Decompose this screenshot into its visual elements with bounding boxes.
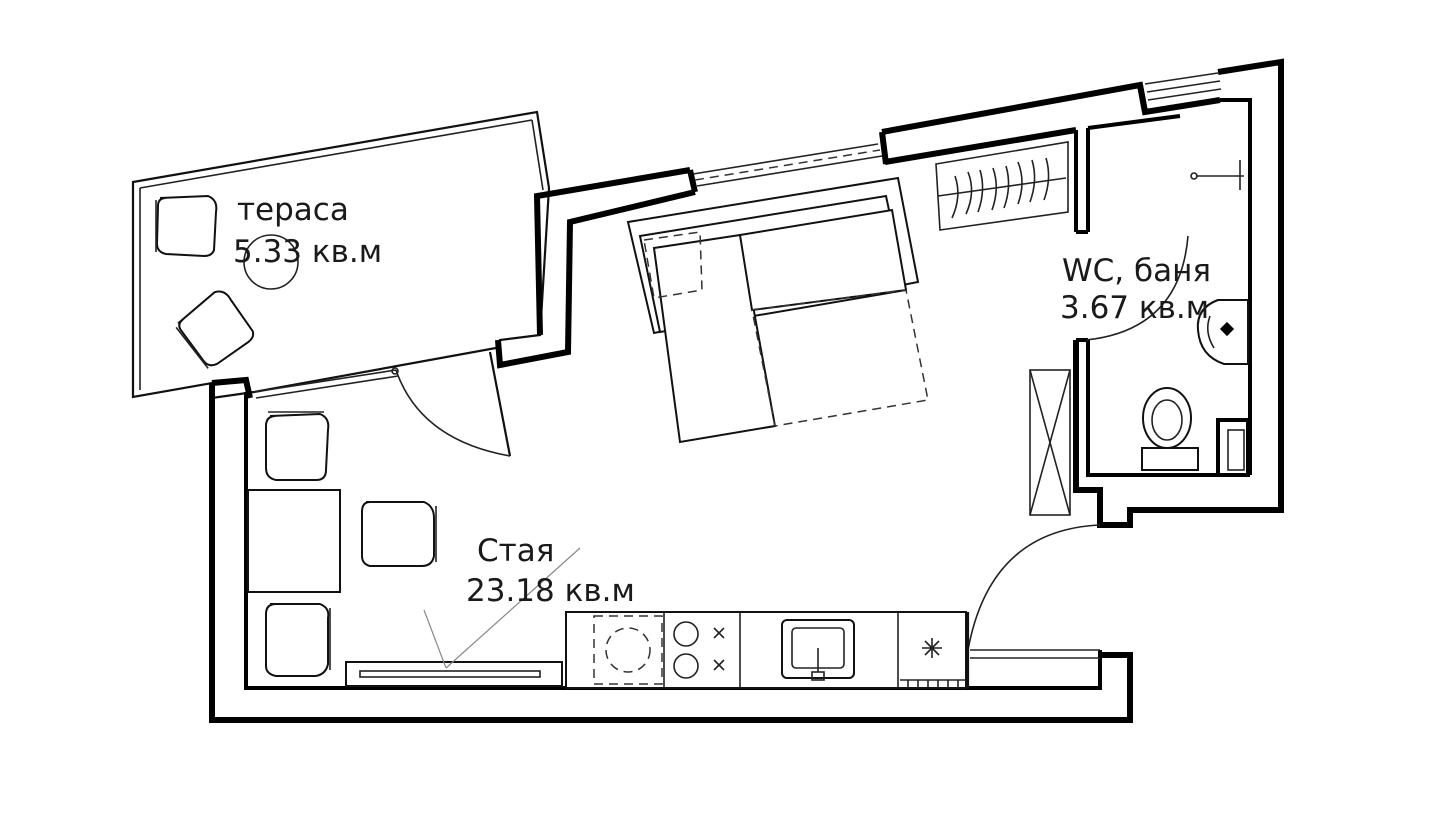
terrace (131, 110, 551, 400)
washing-machine (593, 615, 663, 685)
wardrobe (935, 141, 1069, 231)
terrace-table-icon (243, 234, 299, 290)
dining-area (247, 411, 437, 677)
utility-shaft (1216, 418, 1250, 477)
kitchen-sink (781, 619, 855, 681)
room-area-label: 23.18 кв.м (466, 573, 635, 609)
terrace-railing-top (139, 119, 533, 189)
shower-icon (1190, 160, 1244, 190)
room-name-label: Стая (477, 533, 554, 569)
entrance-door (966, 524, 1101, 688)
dining-chair (265, 411, 330, 481)
sofa-bed (626, 176, 929, 444)
washbasin (1196, 299, 1249, 365)
toilet (1141, 387, 1199, 471)
exterior-walls (209, 58, 1284, 723)
terrace-railing-right (531, 119, 544, 191)
terrace-chair (155, 194, 218, 258)
bathroom (1085, 160, 1250, 477)
terrace-chair (175, 290, 255, 369)
bathroom-window (1144, 72, 1219, 85)
hob-icon (673, 621, 725, 679)
bathroom-area-label: 3.67 кв.м (1060, 290, 1209, 326)
dining-table (247, 489, 341, 593)
cabinet (1029, 369, 1071, 516)
kitchen-counter (565, 611, 967, 689)
fridge-icon (900, 638, 966, 688)
bathroom-name-label: WC, баня (1062, 253, 1211, 289)
dining-chair (361, 501, 437, 567)
dining-chair (265, 603, 331, 677)
bathroom-door (1085, 235, 1189, 341)
terrace-door (253, 351, 512, 457)
window (694, 149, 881, 181)
terrace-name-label: тераса (237, 192, 349, 228)
terrace-area-label: 5.33 кв.м (233, 234, 382, 270)
radiator (345, 547, 581, 687)
